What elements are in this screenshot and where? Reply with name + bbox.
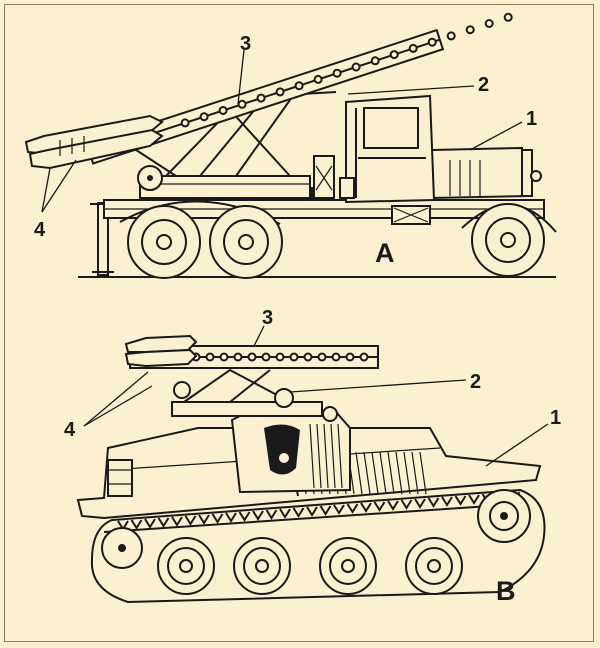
- truck-callout-2: 2: [478, 74, 489, 96]
- tank-leader-lines: [83, 325, 549, 467]
- tank-road-wheels: [157, 537, 463, 595]
- truck-callout-3: 3: [240, 33, 251, 55]
- truck-rail-holes: [180, 12, 513, 128]
- truck-cab: [345, 94, 436, 225]
- tank-figure-letter: B: [496, 576, 516, 606]
- tank-turret: [230, 408, 351, 494]
- truck-callout-1: 1: [526, 108, 537, 130]
- tank-rockets: [124, 334, 198, 368]
- truck-callout-4: 4: [34, 219, 46, 241]
- tank-callout-2: 2: [470, 371, 481, 393]
- figure-b-tank: 3 2 1 4 B: [64, 307, 561, 606]
- tank-launcher-mount: [171, 368, 338, 422]
- tank-callout-1: 1: [550, 407, 561, 429]
- truck-equipment: [295, 155, 355, 201]
- truck-hood: [431, 146, 542, 200]
- truck-front-wheel: [471, 203, 545, 277]
- tank-callout-4: 4: [64, 419, 76, 441]
- tank-callout-3: 3: [262, 307, 273, 329]
- truck-rockets: [24, 114, 164, 170]
- truck-leader-lines: [41, 49, 523, 213]
- truck-rear-wheel-1: [127, 205, 201, 279]
- truck-figure-letter: A: [375, 238, 395, 268]
- truck-rear-wheel-2: [209, 205, 283, 279]
- tank-idler-wheel: [101, 527, 143, 569]
- figure-a-truck: 3 2 1 4 A: [24, 12, 557, 279]
- tank-drive-sprocket: [477, 489, 531, 543]
- tank-rail-holes: [191, 352, 369, 362]
